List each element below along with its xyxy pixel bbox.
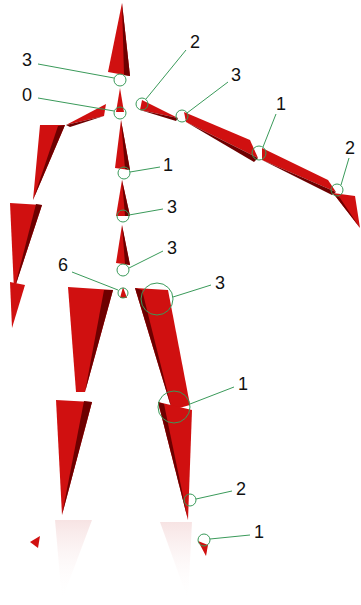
callout-number: 3 xyxy=(167,198,177,216)
callout-number: 1 xyxy=(276,95,286,113)
callout-number: 1 xyxy=(163,156,173,174)
callout-number: 1 xyxy=(238,375,248,393)
callout-number: 3 xyxy=(215,274,225,292)
callout-number: 6 xyxy=(58,256,68,274)
callout-number: 0 xyxy=(22,86,32,104)
callout-number: 2 xyxy=(236,480,246,498)
callout-number: 1 xyxy=(254,523,264,541)
bones xyxy=(10,3,360,556)
callout-number: 3 xyxy=(167,239,177,257)
callout-number: 2 xyxy=(345,139,355,157)
leader-lines xyxy=(38,50,349,546)
callout-number: 3 xyxy=(22,51,32,69)
callout-number: 3 xyxy=(231,66,241,84)
callout-number: 2 xyxy=(190,33,200,51)
reflection xyxy=(55,520,192,600)
